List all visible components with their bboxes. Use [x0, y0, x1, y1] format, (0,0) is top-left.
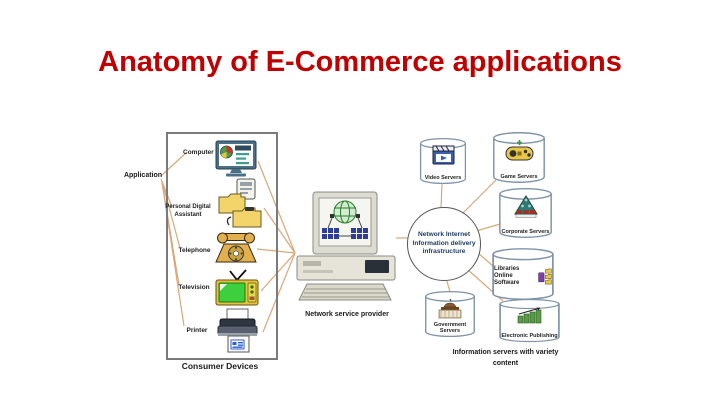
server-label: Electronic Publishing	[501, 333, 558, 340]
corporate-pyramid-icon	[513, 195, 538, 218]
server-label: Government Servers	[433, 321, 467, 335]
consumer-devices-box	[166, 132, 278, 360]
server-government: Government Servers	[424, 290, 476, 338]
growth-chart-icon	[517, 307, 541, 324]
game-icon	[505, 140, 533, 161]
server-label: Corporate Servers	[501, 229, 550, 236]
information-servers-caption: Information servers with variety content	[452, 349, 559, 367]
folders-icon	[538, 268, 552, 284]
video-icon	[432, 145, 454, 165]
pda-icon	[218, 178, 262, 228]
server-label: Libraries Online Software	[494, 265, 520, 287]
server-game: Game Servers	[492, 131, 546, 184]
server-video: Video Servers	[419, 137, 467, 185]
consumer-devices-caption: Consumer Devices	[181, 361, 259, 371]
device-label-television: Television	[178, 284, 210, 291]
slide-title: Anatomy of E-Commerce applications	[98, 46, 622, 78]
server-label: Video Servers	[424, 175, 462, 182]
server-libraries: Libraries Online Software	[491, 247, 555, 301]
server-corporate: Corporate Servers	[498, 187, 553, 239]
printer-icon	[217, 308, 258, 353]
computer-icon	[215, 140, 257, 177]
hub-label: Network Internet Information delivery in…	[412, 230, 476, 256]
delivery-infrastructure-hub: Network Internet Information delivery in…	[407, 207, 481, 281]
device-label-printer: Printer	[186, 327, 208, 334]
network-service-provider-icon	[296, 191, 396, 301]
device-label-pda: Personal Digital Assistant	[165, 204, 211, 218]
television-icon	[215, 269, 259, 306]
telephone-icon	[215, 232, 257, 263]
network-service-provider-caption: Network service provider	[305, 311, 389, 318]
device-label-telephone: Telephone	[178, 247, 211, 254]
server-label: Game Servers	[500, 174, 538, 181]
application-label: Application	[123, 172, 163, 179]
device-label-computer: Computer	[183, 149, 214, 156]
government-building-icon	[438, 298, 462, 319]
server-electronic-publishing: Electronic Publishing	[498, 298, 561, 343]
